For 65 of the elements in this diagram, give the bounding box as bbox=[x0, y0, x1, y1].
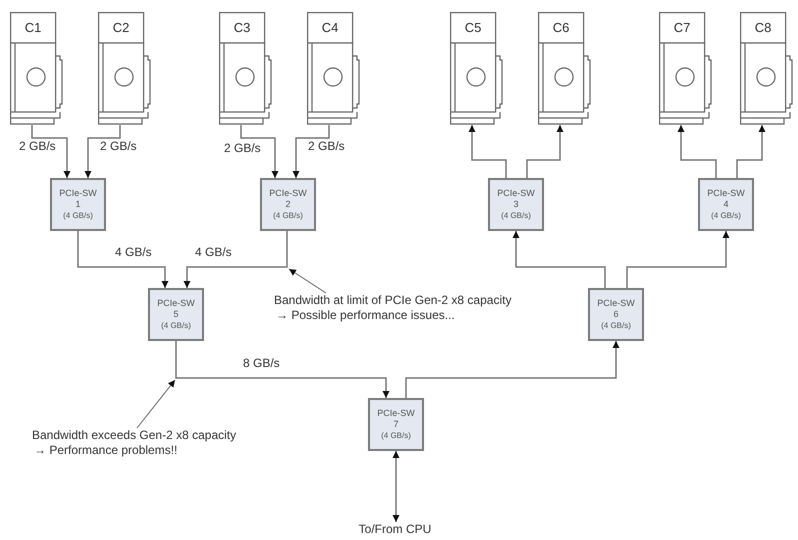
card-label: C3 bbox=[232, 19, 252, 37]
connector-arrow bbox=[184, 231, 288, 288]
connector-arrow bbox=[736, 125, 766, 178]
switch-name: PCIe-SW bbox=[157, 298, 195, 309]
endpoint-label: To/From CPU bbox=[358, 522, 432, 536]
edge-label: 2 GB/s bbox=[223, 141, 262, 155]
switch-box bbox=[698, 178, 754, 231]
switch-capacity: (4 GB/s) bbox=[381, 430, 411, 441]
note-consequence: → Possible performance issues... bbox=[275, 308, 456, 323]
edge-label: 4 GB/s bbox=[114, 245, 153, 259]
switch-capacity: (4 GB/s) bbox=[711, 210, 741, 221]
card-label: C8 bbox=[754, 19, 772, 37]
switch-number: 5 bbox=[173, 309, 178, 320]
connector-arrow bbox=[84, 125, 121, 178]
switch-name: PCIe-SW bbox=[377, 408, 415, 419]
switch-capacity: (4 GB/s) bbox=[161, 320, 191, 331]
switch-box bbox=[588, 288, 644, 341]
edge-label: 8 GB/s bbox=[242, 356, 281, 370]
switch-number: 4 bbox=[723, 199, 728, 210]
connector-arrow bbox=[31, 125, 70, 178]
card-label: C7 bbox=[672, 19, 692, 37]
switch-capacity: (4 GB/s) bbox=[273, 210, 303, 221]
switch-name: PCIe-SW bbox=[269, 188, 307, 199]
leader-line bbox=[136, 380, 176, 428]
switch-number: 2 bbox=[285, 199, 290, 210]
connector-arrow bbox=[512, 231, 606, 288]
edge-label: 2 GB/s bbox=[307, 139, 346, 153]
connector-arrow bbox=[526, 125, 564, 178]
connector-arrow bbox=[405, 341, 620, 398]
edge-label: 2 GB/s bbox=[18, 139, 57, 153]
edge-label: 2 GB/s bbox=[99, 139, 138, 153]
switch-box bbox=[148, 288, 204, 341]
connector-arrow bbox=[468, 125, 507, 178]
switch-box bbox=[488, 178, 544, 231]
switch-number: 6 bbox=[613, 309, 618, 320]
switch-box bbox=[368, 398, 424, 451]
switch-name: PCIe-SW bbox=[497, 188, 535, 199]
connector-arrow bbox=[626, 231, 730, 288]
switch-name: PCIe-SW bbox=[59, 188, 97, 199]
switch-number: 1 bbox=[75, 199, 80, 210]
connector-arrow bbox=[678, 125, 717, 178]
switch-capacity: (4 GB/s) bbox=[63, 210, 93, 221]
connector-arrow bbox=[175, 341, 390, 398]
card-label: C6 bbox=[552, 19, 570, 37]
card-label: C4 bbox=[320, 19, 340, 37]
switch-capacity: (4 GB/s) bbox=[501, 210, 531, 221]
switch-box bbox=[260, 178, 316, 231]
connector-arrow bbox=[240, 125, 278, 178]
leader-line bbox=[288, 268, 326, 294]
switch-capacity: (4 GB/s) bbox=[601, 320, 631, 331]
switch-name: PCIe-SW bbox=[707, 188, 745, 199]
edge-label: 4 GB/s bbox=[194, 245, 233, 259]
note-text: Bandwidth exceeds Gen-2 x8 capacity bbox=[32, 428, 238, 443]
switch-number: 7 bbox=[393, 419, 398, 430]
card-label: C2 bbox=[112, 19, 130, 37]
note-text: Bandwidth at limit of PCIe Gen-2 x8 capacity bbox=[274, 293, 512, 308]
connector-arrow bbox=[292, 125, 330, 178]
connector-arrow bbox=[392, 451, 400, 522]
switch-number: 3 bbox=[513, 199, 518, 210]
switch-name: PCIe-SW bbox=[597, 298, 635, 309]
card-label: C5 bbox=[464, 19, 482, 37]
connector-arrow bbox=[77, 231, 168, 288]
card-label: C1 bbox=[24, 19, 42, 37]
note-consequence: → Performance problems!! bbox=[33, 443, 178, 458]
switch-box bbox=[50, 178, 106, 231]
